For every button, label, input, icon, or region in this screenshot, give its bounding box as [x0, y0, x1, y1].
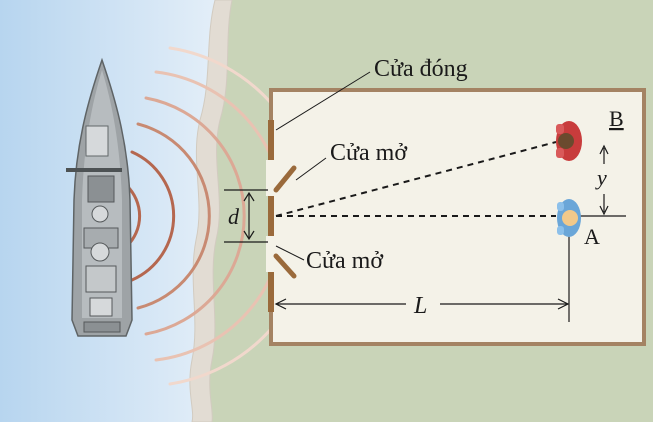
opening-top — [266, 160, 276, 196]
leader-open-door-bottom — [275, 245, 305, 261]
closed-door-label: Cửa đóng — [374, 56, 468, 82]
closed-door-top — [268, 120, 274, 160]
open-door-bottom — [273, 253, 297, 279]
displacement-marker — [578, 144, 626, 217]
screen-distance-label: L — [413, 293, 427, 319]
leader-closed-door — [275, 71, 371, 131]
wave-3 — [136, 122, 211, 310]
open-door-bottom-label: Cửa mở — [306, 248, 383, 274]
closed-door-bottom — [268, 272, 274, 312]
path-to-b — [275, 141, 557, 217]
wave-2 — [130, 150, 176, 282]
point-a-label: A — [584, 224, 600, 249]
slit-distance-label: d — [228, 204, 240, 229]
slit-distance-marker — [224, 189, 268, 243]
person-a-icon — [557, 199, 581, 237]
wave-1 — [125, 184, 142, 248]
person-b-icon — [556, 121, 582, 161]
point-b-label: B — [609, 106, 624, 131]
closed-door-middle — [268, 196, 274, 236]
wave-4 — [144, 96, 246, 336]
displacement-label: y — [595, 165, 607, 190]
screen-distance-marker — [274, 236, 570, 322]
opening-bottom — [266, 236, 276, 272]
ship-icon — [66, 57, 133, 337]
leader-open-door-top — [295, 157, 327, 181]
open-door-top-label: Cửa mở — [330, 140, 407, 166]
open-door-top — [273, 165, 297, 193]
